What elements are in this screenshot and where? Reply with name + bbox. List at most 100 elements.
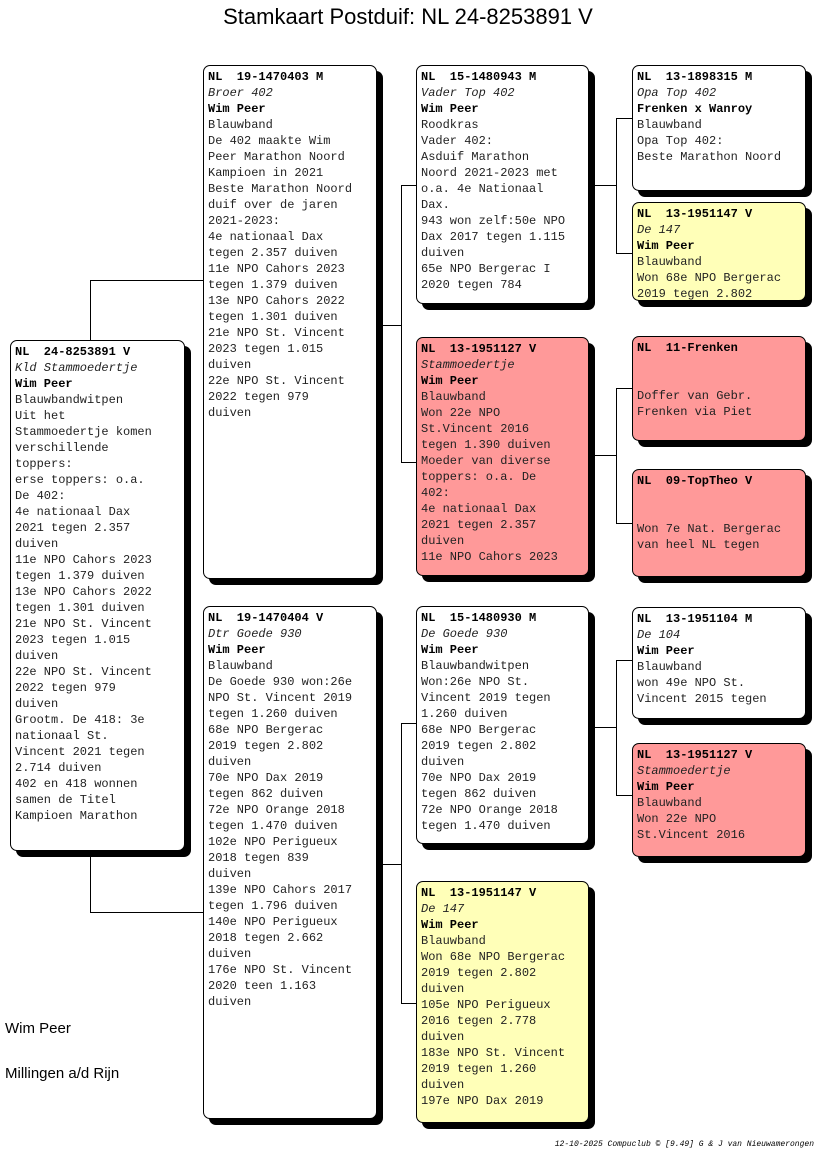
page-title: Stamkaart Postduif: NL 24-8253891 V — [223, 4, 593, 29]
pigeon-note: Grootm. De 418: 3e — [15, 713, 145, 727]
breeder-name: Wim Peer — [15, 377, 73, 391]
pigeon-note: duiven — [208, 358, 252, 372]
connector — [376, 864, 401, 865]
pigeon-note: Beste Marathon Noord — [208, 182, 353, 196]
pigeon-note: tegen 1.301 duiven — [208, 310, 338, 324]
breeder-name: Wim Peer — [421, 918, 479, 932]
pigeon-note: tegen 862 duiven — [421, 787, 537, 801]
pigeon-note: tegen 1.796 duiven — [208, 899, 338, 913]
connector — [616, 118, 617, 253]
pigeon-note: 22e NPO St. Vincent — [208, 374, 345, 388]
connector — [401, 462, 416, 463]
pigeon-note: 4e nationaal Dax — [15, 505, 131, 519]
pigeon-name: Vader Top 402 — [421, 86, 515, 100]
pigeon-note: Roodkras — [421, 118, 479, 132]
pigeon-note: tegen 1.301 duiven — [15, 601, 145, 615]
pigeon-note: Blauwband — [208, 118, 273, 132]
ring-number: NL 13-1951127 V — [421, 342, 537, 356]
connector — [90, 912, 203, 913]
pigeon-note: 2023 tegen 1.015 — [208, 342, 324, 356]
connector — [616, 795, 632, 796]
pigeon-note: Beste Marathon Noord — [637, 150, 782, 164]
ring-number: NL 13-1951147 V — [421, 886, 537, 900]
pigeon-note: 2019 tegen 2.802 — [637, 287, 753, 301]
pigeon-note: Kampioen in 2021 — [208, 166, 324, 180]
connector — [588, 185, 616, 186]
pigeon-note: 139e NPO Cahors 2017 — [208, 883, 353, 897]
pigeon-note: 2016 tegen 2.778 — [421, 1014, 537, 1028]
ring-number: NL 13-1898315 M — [637, 70, 753, 84]
connector — [90, 280, 203, 281]
pigeon-note: Blauwband — [421, 934, 486, 948]
ring-number: NL 15-1480943 M — [421, 70, 537, 84]
print-stamp: 12-10-2025 Compuclub © [9.49] G & J van … — [554, 1140, 814, 1149]
pigeon-note: duiven — [421, 246, 465, 260]
pigeon-note: De 402 maakte Wim — [208, 134, 331, 148]
pigeon-note: 197e NPO Dax 2019 — [421, 1094, 544, 1108]
pigeon-note: 2.714 duiven — [15, 761, 102, 775]
pigeon-note: Won 68e NPO Bergerac — [421, 950, 566, 964]
pigeon-note: van heel NL tegen — [637, 538, 760, 552]
pigeon-note: 11e NPO Cahors 2023 — [421, 550, 558, 564]
pigeon-name: Stammoedertje — [421, 358, 515, 372]
ring-number: NL 19-1470404 V — [208, 611, 324, 625]
ring-number: NL 13-1951147 V — [637, 207, 753, 221]
pigeon-note: duiven — [208, 755, 252, 769]
connector — [401, 185, 402, 462]
pigeon-note: duiven — [421, 1078, 465, 1092]
breeder-name: Wim Peer — [421, 102, 479, 116]
pigeon-note: duiven — [421, 534, 465, 548]
pigeon-name: De 104 — [637, 628, 681, 642]
pigeon-note: duiven — [208, 995, 252, 1009]
pigeon-note: NPO St. Vincent 2019 — [208, 691, 353, 705]
pigeon-note: 2019 tegen 2.802 — [421, 966, 537, 980]
pigeon-note: tegen 1.260 duiven — [208, 707, 338, 721]
pigeon-note: 70e NPO Dax 2019 — [421, 771, 537, 785]
pigeon-note: duiven — [208, 867, 252, 881]
breeder-name: Wim Peer — [421, 374, 479, 388]
pigeon-note: De 402: — [15, 489, 66, 503]
breeder-name: Wim Peer — [421, 643, 479, 657]
pigeon-note: toppers: — [15, 457, 73, 471]
pigeon-note: 68e NPO Bergerac — [421, 723, 537, 737]
pigeon-note: Blauwband — [208, 659, 273, 673]
connector — [376, 325, 401, 326]
connector — [616, 388, 617, 523]
pigeon-note: St.Vincent 2016 — [421, 422, 530, 436]
pigeon-note: 21e NPO St. Vincent — [208, 326, 345, 340]
pigeon-note: tegen 1.379 duiven — [208, 278, 338, 292]
pigeon-note: Peer Marathon Noord — [208, 150, 345, 164]
pigeon-note: duiven — [421, 982, 465, 996]
pigeon-note: Dax. — [421, 198, 450, 212]
pigeon-note: 102e NPO Perigueux — [208, 835, 338, 849]
pigeon-note: Vincent 2019 tegen — [421, 691, 551, 705]
pigeon-note: Moeder van diverse — [421, 454, 551, 468]
breeder-name: Wim Peer — [637, 780, 695, 794]
connector — [616, 523, 632, 524]
pigeon-note: Asduif Marathon — [421, 150, 530, 164]
pigeon-note: Won 68e NPO Bergerac — [637, 271, 782, 285]
pigeon-note: samen de Titel — [15, 793, 116, 807]
pigeon-note: Blauwband — [637, 796, 702, 810]
pigeon-note: 13e NPO Cahors 2022 — [208, 294, 345, 308]
connector — [401, 723, 416, 724]
connector — [588, 455, 616, 456]
connector — [401, 1003, 416, 1004]
pigeon-note: St.Vincent 2016 — [637, 828, 746, 842]
pigeon-note: 402: — [421, 486, 450, 500]
connector — [90, 280, 91, 340]
ring-number: NL 19-1470403 M — [208, 70, 324, 84]
